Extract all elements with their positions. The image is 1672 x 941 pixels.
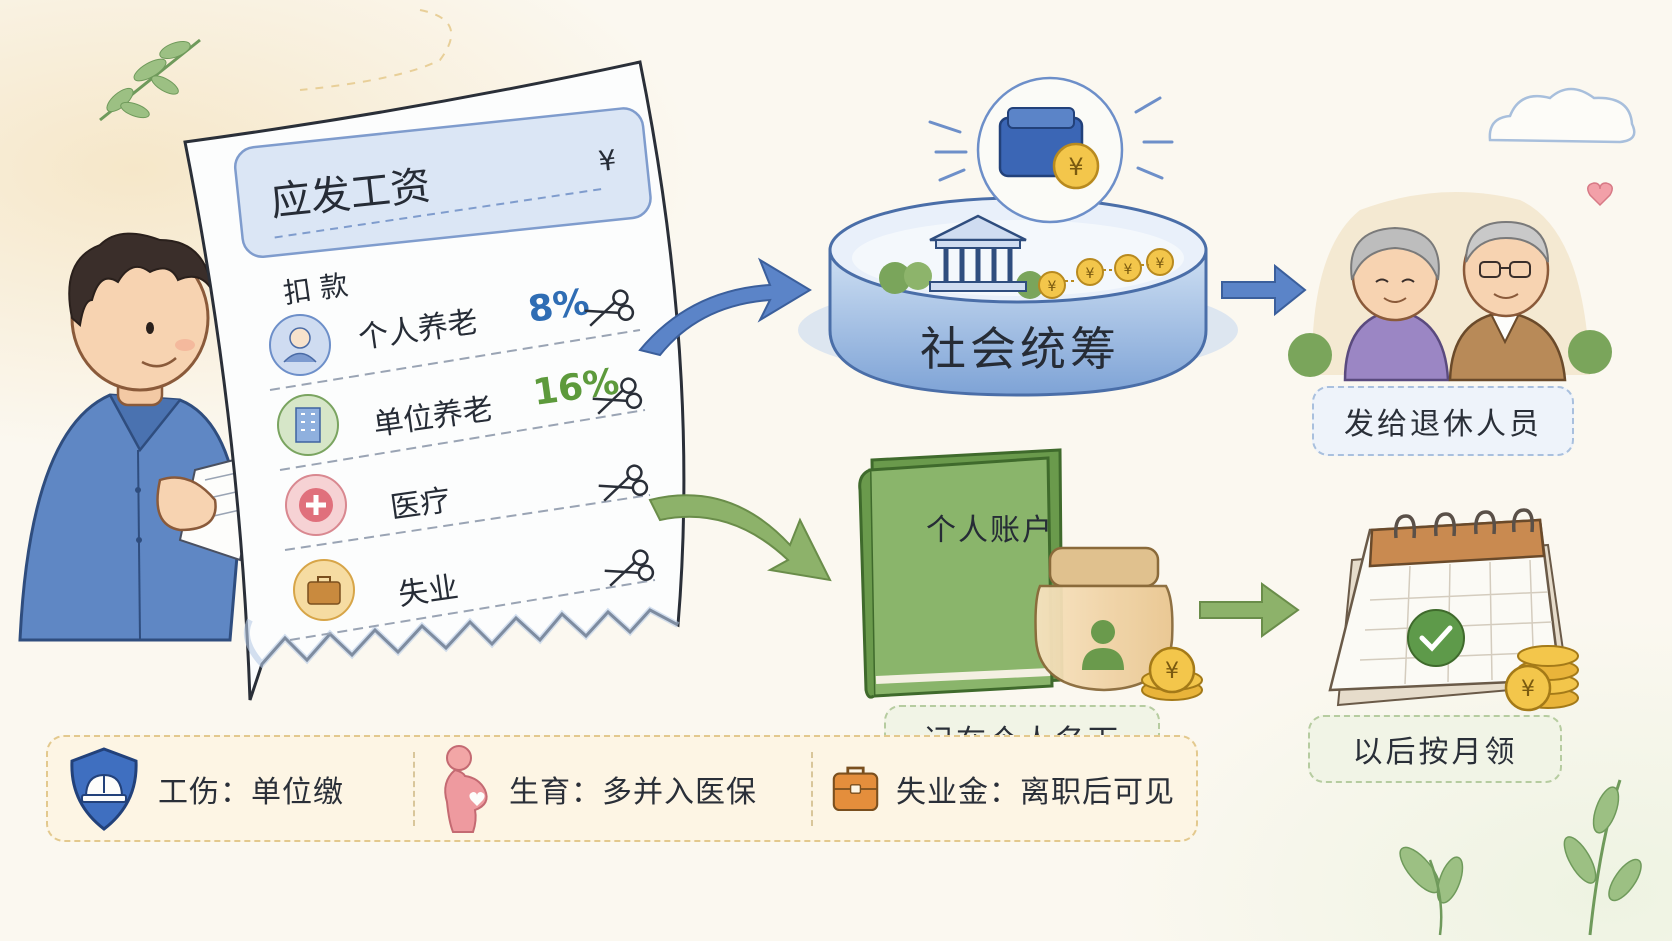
retirees-illustration	[1288, 192, 1612, 382]
account-book-label: 个人账户	[926, 513, 1054, 548]
arrow-to-calendar	[1199, 582, 1300, 638]
note-text: 工伤：单位缴	[158, 774, 344, 810]
deduction-rate: 8%	[526, 282, 592, 331]
deduction-label: 医疗	[388, 483, 452, 526]
calendar-icon	[1328, 508, 1570, 707]
deduction-label: 失业	[396, 570, 460, 613]
briefcase-icon	[832, 766, 879, 811]
scissors-icon	[592, 377, 643, 415]
scissors-icon	[598, 464, 649, 502]
pool-label: 社会统筹	[920, 322, 1120, 376]
coin-symbol: ¥	[1521, 677, 1535, 702]
coin-symbol: ¥	[1124, 262, 1133, 278]
coin-stack-icon: ¥	[1141, 646, 1203, 701]
divider	[413, 751, 415, 826]
retirees-caption-text: 发给退休人员	[1344, 407, 1542, 442]
salary-header	[233, 107, 652, 258]
monthly-caption: 以后按月领	[1308, 715, 1562, 783]
monthly-caption-text: 以后按月领	[1352, 735, 1518, 770]
heart-icon	[1587, 182, 1613, 207]
payslip-paper: 应发工资 ¥ 扣 款 个人养老 8% 单位养老	[183, 60, 686, 701]
note-work-injury: 工伤：单位缴	[48, 737, 413, 840]
coin-symbol: ¥	[1068, 153, 1083, 181]
note-unemployment-benefit: 失业金：离职后可见	[813, 737, 1193, 840]
scissors-icon	[604, 549, 655, 587]
employee-figure	[18, 232, 267, 642]
coin-chain: ¥ ¥ ¥ ¥	[1038, 248, 1174, 299]
retirees-caption: 发给退休人员	[1312, 386, 1574, 456]
divider	[811, 751, 813, 826]
coin-symbol: ¥	[1165, 659, 1179, 684]
dashed-trail	[299, 9, 453, 91]
wallet-bubble: ¥	[928, 76, 1174, 224]
leaf-sprig-icon	[99, 38, 201, 122]
currency-symbol: ¥	[597, 143, 618, 178]
personal-account-book: 个人账户	[858, 448, 1064, 699]
social-pool-basin: ¥ ¥ ¥ ¥ 社会统筹	[798, 196, 1238, 397]
cloud-icon	[1488, 87, 1636, 144]
arrow-to-pool	[638, 257, 812, 357]
notes-legend: 工伤：单位缴 生育：多并入医保 失业金：离职后可见	[46, 735, 1198, 842]
coin-symbol: ¥	[1086, 266, 1095, 282]
coin-stack-icon: ¥	[1504, 645, 1579, 712]
deduction-row-medical: 医疗	[285, 464, 649, 536]
bank-building-icon	[929, 214, 1027, 292]
coin-symbol: ¥	[1048, 279, 1057, 295]
arrow-to-retirees	[1221, 263, 1307, 317]
pregnant-woman-icon	[444, 744, 488, 833]
note-text: 失业金：离职后可见	[896, 774, 1175, 810]
leaf-sprig-icon	[1399, 779, 1642, 936]
note-maternity: 生育：多并入医保	[415, 737, 811, 840]
coin-symbol: ¥	[1156, 256, 1165, 272]
arrow-to-account	[648, 494, 832, 582]
scissors-icon	[584, 289, 635, 327]
shield-helmet-icon	[70, 746, 138, 831]
deduction-row-unemployment: 失业	[293, 549, 655, 621]
note-text: 生育：多并入医保	[509, 774, 757, 810]
savings-jar-icon	[1034, 546, 1174, 692]
